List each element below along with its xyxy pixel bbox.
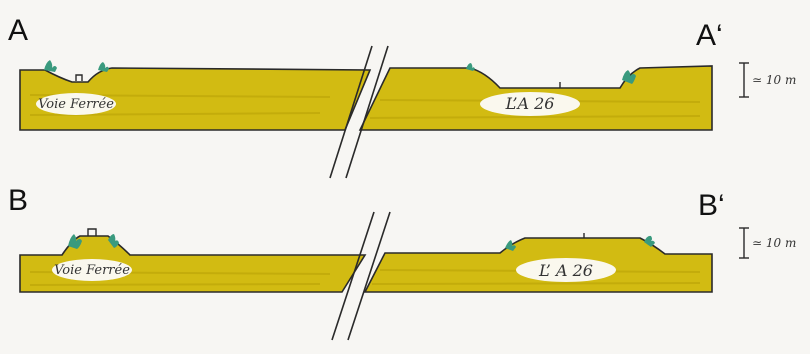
profile-a-scale-label: ≃ 10 m: [752, 73, 796, 87]
profile-b-start-letter: B: [8, 184, 28, 217]
profile-a-highway-label: L’A 26: [505, 94, 555, 113]
profile-b-rail-marker: [88, 229, 96, 236]
profile-b-scale-bar: ≃ 10 m: [739, 228, 796, 258]
profile-b-scale-label: ≃ 10 m: [752, 236, 796, 250]
vegetation-icon: [44, 60, 57, 72]
profile-a-scale-bar: ≃ 10 m: [739, 63, 796, 97]
profile-b-highway-label: L’ A 26: [538, 261, 593, 280]
vegetation-icon: [98, 62, 109, 72]
profile-a: Voie Ferrée L’A 26 A A‘ ≃ 10 m: [8, 14, 796, 130]
profile-a-end-letter: A‘: [696, 19, 723, 52]
profile-b-end-letter: B‘: [698, 189, 725, 222]
profile-b-railway-label: Voie Ferrée: [54, 263, 130, 278]
profile-b: Voie Ferrée L’ A 26 B B‘ ≃ 10 m: [8, 184, 796, 292]
profile-a-start-letter: A: [8, 14, 28, 47]
profile-a-rail-marker: [76, 75, 82, 81]
profile-a-railway-label: Voie Ferrée: [38, 97, 114, 112]
